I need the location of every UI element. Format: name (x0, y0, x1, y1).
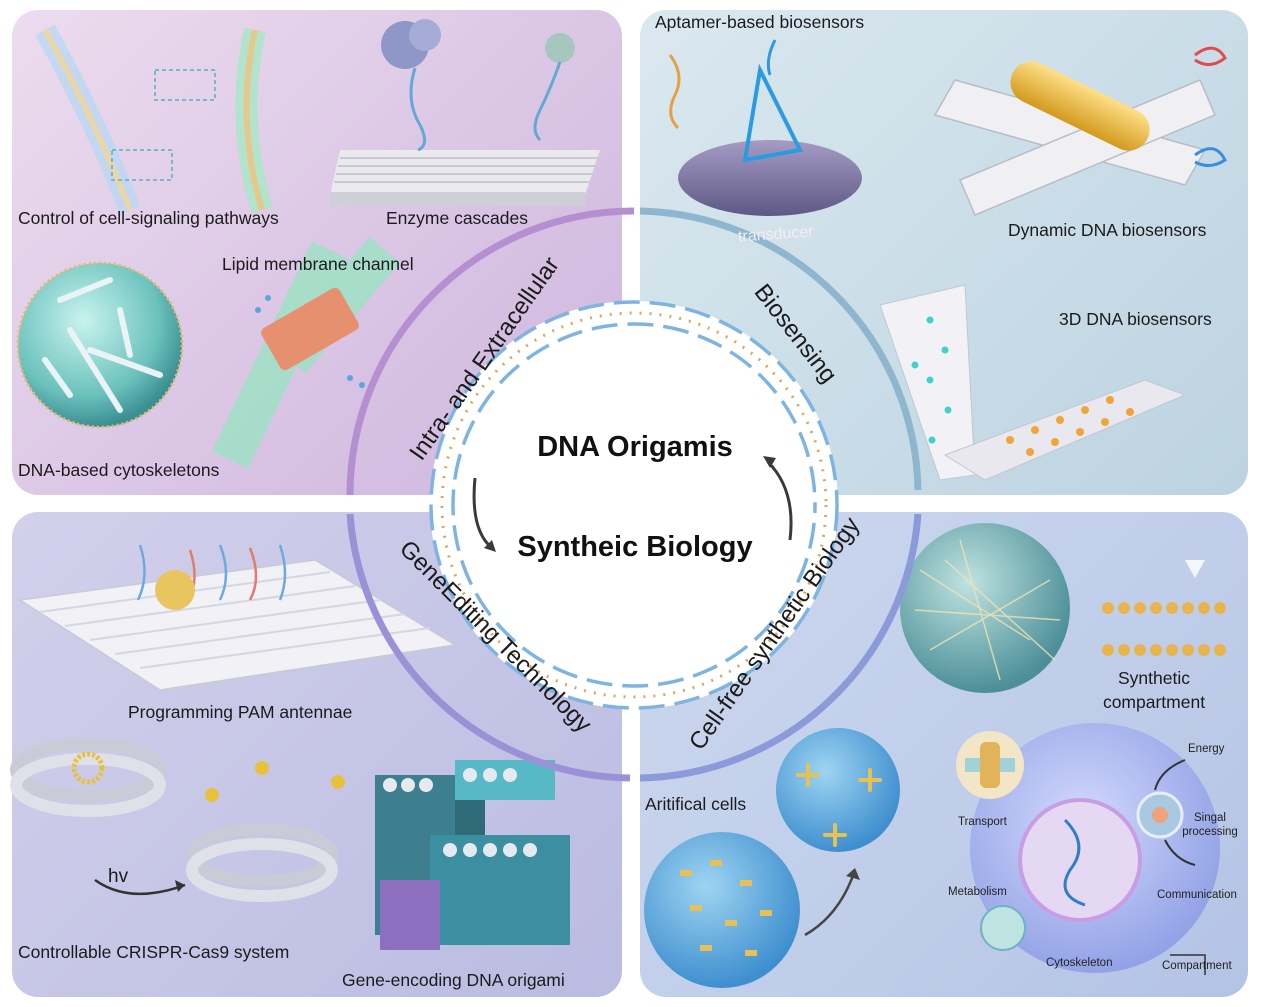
label-cell-signaling: Control of cell-signaling pathways (18, 208, 279, 228)
label-signal-processing-2: processing (1182, 826, 1238, 838)
label-synthetic-compartment-1: Synthetic (1118, 668, 1190, 688)
label-communication: Communication (1157, 889, 1237, 901)
label-pam-antennae: Programming PAM antennae (128, 702, 353, 722)
label-dna-cytoskeletons: DNA-based cytoskeletons (18, 460, 220, 480)
label-signal-processing-1: Singal (1194, 812, 1226, 824)
label-synthetic-compartment-2: compartment (1102, 692, 1206, 712)
label-lipid-membrane-channel: Lipid membrane channel (222, 254, 414, 274)
label-compartment: Compartment (1162, 960, 1232, 972)
label-gene-encoding: Gene-encoding DNA origami (342, 970, 565, 990)
label-cytoskeleton: Cytoskeleton (1046, 957, 1113, 969)
label-aptamer-biosensors: Aptamer-based biosensors (655, 12, 865, 32)
label-energy: Energy (1188, 743, 1225, 755)
label-3d-biosensors: 3D DNA biosensors (1059, 309, 1212, 329)
label-dynamic-biosensors: Dynamic DNA biosensors (1008, 220, 1207, 240)
label-transport: Transport (958, 816, 1007, 828)
label-artificial-cells: Aritifical cells (645, 794, 747, 814)
center-subtitle: Syntheic Biology (517, 531, 753, 563)
label-crispr-cas9: Controllable CRISPR-Cas9 system (18, 942, 290, 962)
label-metabolism: Metabolism (948, 886, 1007, 898)
label-hv: hv (108, 866, 129, 887)
center-title: DNA Origamis (537, 431, 733, 463)
label-enzyme-cascades: Enzyme cascades (386, 208, 529, 228)
